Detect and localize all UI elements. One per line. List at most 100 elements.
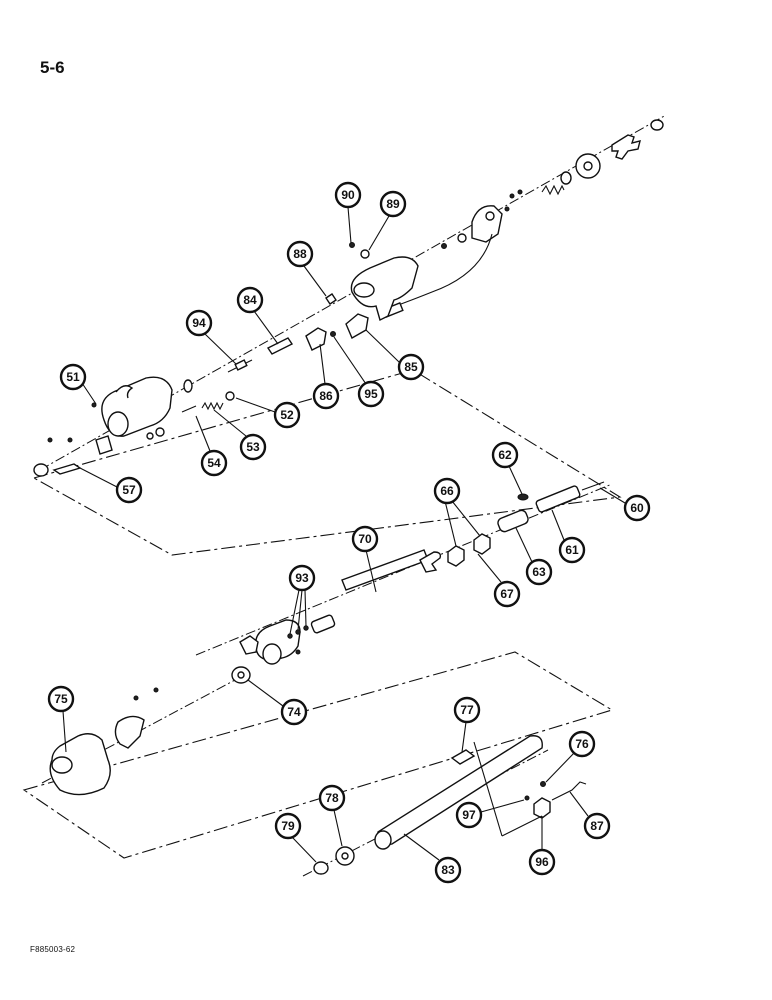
retainer: [441, 243, 447, 249]
callout-60: 60: [599, 487, 651, 522]
bushing: [234, 359, 248, 371]
pin-part-90: [349, 242, 355, 248]
callout-88: 88: [286, 240, 327, 297]
shaft-coupling: [310, 614, 336, 634]
wire-part-57: [52, 463, 82, 475]
callout-label: 93: [295, 571, 309, 585]
shroud-part-77: [450, 749, 476, 765]
callout-label: 51: [66, 370, 80, 384]
callout-70: 70: [351, 525, 379, 593]
callout-77: 77: [453, 696, 481, 753]
screw: [67, 437, 73, 443]
pin-part-60: [581, 481, 605, 491]
bracket-part-93: [239, 635, 259, 655]
washer-small: [146, 432, 154, 440]
callout-51: 51: [59, 363, 97, 405]
clip: [115, 385, 134, 399]
spring-part-53: [201, 401, 224, 411]
turn-signal-switch: [471, 205, 503, 243]
callout-66: 66: [433, 477, 481, 547]
clip-part-88: [325, 293, 337, 305]
callout-label: 74: [287, 705, 301, 719]
ball-part-89: [360, 249, 370, 259]
lower-shaft-part-70: [341, 549, 429, 591]
jacket-end: [374, 830, 392, 850]
callout-label: 54: [207, 456, 221, 470]
callout-89: 89: [368, 190, 407, 251]
screw: [517, 189, 523, 195]
lock-plate: [611, 134, 641, 160]
callout-label: 62: [498, 448, 512, 462]
washer: [560, 171, 572, 185]
screw: [91, 402, 97, 408]
callout-label: 85: [404, 360, 418, 374]
callout-85: 85: [365, 329, 425, 381]
callout-61: 61: [551, 509, 586, 564]
callout-label: 96: [535, 855, 549, 869]
callout-74: 74: [247, 679, 308, 726]
callout-label: 84: [243, 293, 257, 307]
callout-label: 94: [192, 316, 206, 330]
callout-label: 67: [500, 587, 514, 601]
screw: [504, 206, 510, 212]
callout-83: 83: [403, 833, 462, 884]
callout-label: 77: [460, 703, 474, 717]
callout-79: 79: [274, 812, 317, 863]
pin-part-54: [181, 405, 197, 413]
callout-62: 62: [491, 441, 523, 495]
screw: [295, 649, 301, 655]
washer-part-52: [225, 391, 235, 401]
rack-part-84: [266, 337, 294, 355]
group-bracket-96: [501, 815, 543, 837]
callout-label: 60: [630, 501, 644, 515]
bearing-part-62: [517, 493, 529, 501]
sphere-part-66: [473, 533, 491, 555]
housing-bore-93: [262, 643, 282, 665]
end-nut: [650, 119, 664, 131]
callout-label: 90: [341, 188, 355, 202]
retainer: [457, 233, 467, 243]
collar-opening: [51, 756, 73, 774]
callout-label: 83: [441, 863, 455, 877]
screw: [133, 695, 139, 701]
grommet: [183, 379, 193, 393]
callout-53: 53: [213, 409, 267, 461]
screw-part-93: [303, 625, 309, 631]
callout-label: 70: [358, 532, 372, 546]
spring-part-76: [540, 781, 546, 787]
switch-housing: [350, 256, 419, 322]
callout-87: 87: [569, 791, 611, 840]
callout-93: 93: [288, 564, 316, 635]
callout-label: 63: [532, 565, 546, 579]
callout-label: 89: [386, 197, 400, 211]
washer-small: [155, 427, 165, 437]
page-number: 5-6: [40, 58, 65, 77]
callout-label: 57: [122, 483, 136, 497]
callout-label: 53: [246, 440, 260, 454]
callout-57: 57: [79, 467, 143, 504]
pin-part-95: [330, 331, 336, 337]
bearing-cap: [33, 463, 49, 477]
callout-78: 78: [318, 784, 346, 847]
callout-label: 79: [281, 819, 295, 833]
upper-spring: [541, 184, 565, 196]
actuator-bracket: [95, 435, 113, 455]
nut-part-79: [313, 861, 329, 875]
lower-shaft-yoke: [419, 551, 442, 573]
upper-shaft-assembly: [33, 119, 664, 477]
bearing-part-74-hub: [237, 671, 245, 679]
sector-part-86: [305, 327, 327, 351]
callout-86: 86: [312, 343, 340, 410]
group-line: [473, 741, 503, 837]
adapter-part-96: [533, 797, 551, 819]
yoke-part-63: [497, 509, 529, 533]
callout-90: 90: [334, 181, 362, 244]
callout-label: 95: [364, 387, 378, 401]
sphere-part-66b: [447, 545, 465, 567]
callout-label: 61: [565, 543, 579, 557]
screw: [153, 687, 159, 693]
callout-label: 76: [575, 737, 589, 751]
callout-54: 54: [195, 415, 228, 477]
callout-96: 96: [528, 816, 556, 876]
